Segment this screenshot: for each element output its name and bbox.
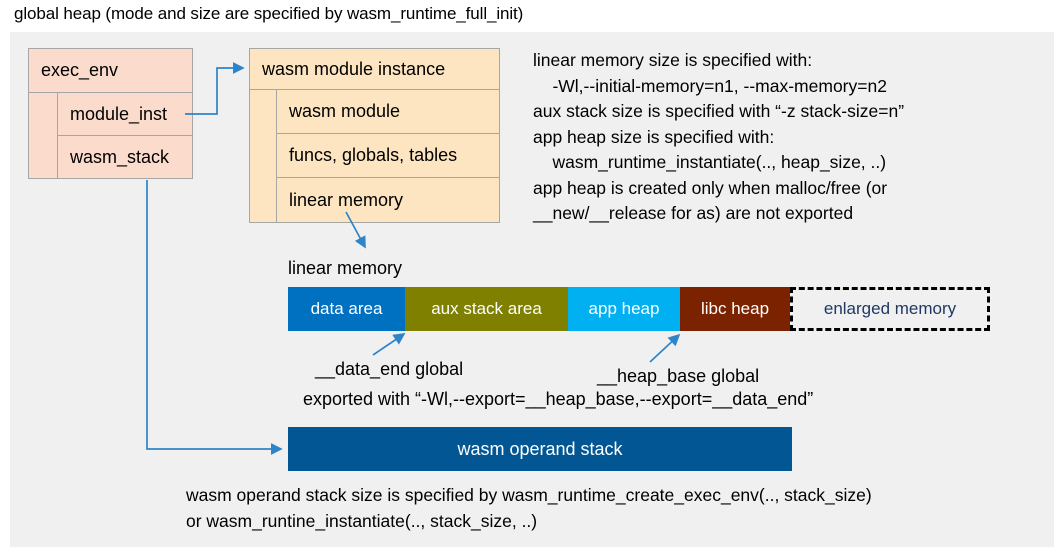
memory-segment-data-area: data area [288,287,405,331]
module-instance-field-funcs-globals-tables: funcs, globals, tables [276,133,500,178]
page-title: global heap (mode and size are specified… [14,4,524,23]
linear-memory-caption: linear memory [288,258,403,278]
annotation-heap-base: __heap_base global [597,366,760,386]
exec-env-field-module-inst: module_inst [57,92,193,136]
module-instance-header: wasm module instance [249,48,500,90]
module-instance-field-wasm-module: wasm module [276,89,500,134]
wasm-operand-stack-box: wasm operand stack [288,427,792,471]
memory-segment-libc-heap: libc heap [680,287,790,331]
exec-env-field-wasm-stack: wasm_stack [57,135,193,179]
memory-segment-app-heap: app heap [568,287,680,331]
annotation-data-end: __data_end global [315,359,464,379]
memory-segment-aux-stack-area: aux stack area [405,287,568,331]
annotation-exported-with: exported with “-Wl,--export=__heap_base,… [303,389,814,409]
operand-stack-note: wasm operand stack size is specified by … [186,485,872,531]
exec-env-header: exec_env [28,48,193,93]
module-instance-field-linear-memory: linear memory [276,177,500,223]
memory-config-notes: linear memory size is specified with: -W… [533,50,905,223]
memory-segment-enlarged-memory: enlarged memory [790,287,990,331]
